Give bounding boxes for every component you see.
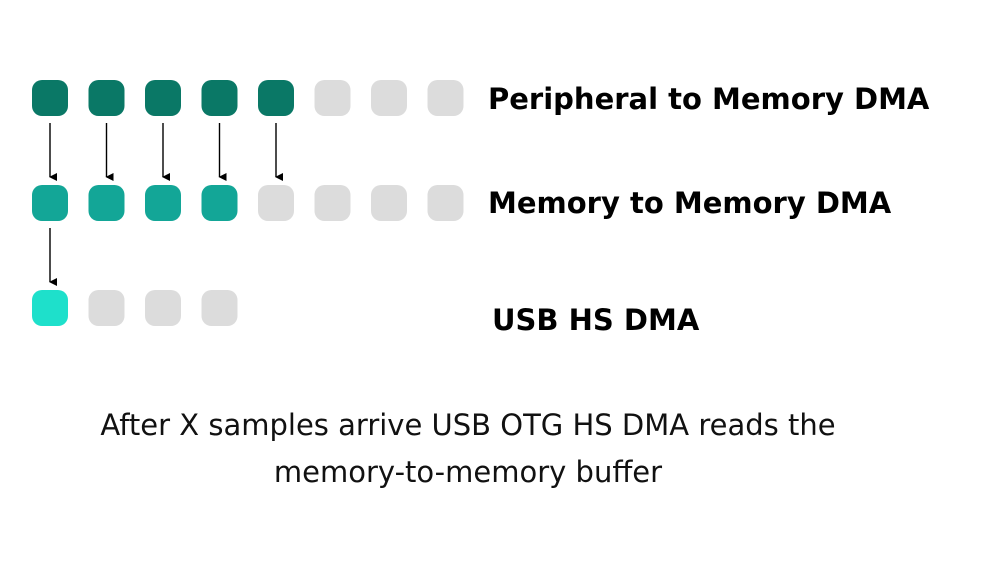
empty-slot-row-0-7 xyxy=(427,80,464,116)
filled-slot-row-0-1 xyxy=(88,80,125,116)
slots-layer xyxy=(32,80,464,326)
row-label-memory-to-memory: Memory to Memory DMA xyxy=(488,186,892,220)
empty-slot-row-2-2 xyxy=(145,290,181,326)
filled-slot-row-0-3 xyxy=(201,80,238,116)
filled-slot-row-1-1 xyxy=(88,185,125,221)
empty-slot-row-1-7 xyxy=(427,185,464,221)
arrows-layer xyxy=(49,123,283,286)
row-label-peripheral-to-memory: Peripheral to Memory DMA xyxy=(488,82,930,116)
filled-slot-row-2-0 xyxy=(32,290,68,326)
filled-slot-row-1-2 xyxy=(145,185,181,221)
empty-slot-row-0-5 xyxy=(314,80,351,116)
filled-slot-row-0-0 xyxy=(32,80,68,116)
filled-slot-row-1-3 xyxy=(201,185,238,221)
empty-slot-row-1-6 xyxy=(371,185,407,221)
filled-slot-row-1-0 xyxy=(32,185,68,221)
row-label-usb-hs: USB HS DMA xyxy=(492,303,700,337)
empty-slot-row-0-6 xyxy=(371,80,407,116)
filled-slot-row-0-4 xyxy=(258,80,294,116)
caption-line-2: memory-to-memory buffer xyxy=(273,455,663,489)
empty-slot-row-2-3 xyxy=(201,290,238,326)
filled-slot-row-0-2 xyxy=(145,80,181,116)
caption-line-1: After X samples arrive USB OTG HS DMA re… xyxy=(100,408,836,442)
empty-slot-row-1-5 xyxy=(314,185,351,221)
empty-slot-row-1-4 xyxy=(258,185,294,221)
empty-slot-row-2-1 xyxy=(88,290,125,326)
